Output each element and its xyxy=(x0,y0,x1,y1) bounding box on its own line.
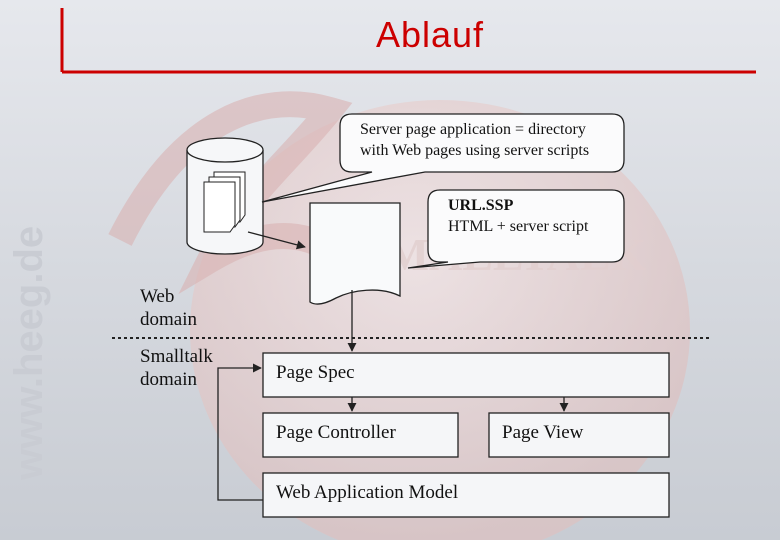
database-cylinder xyxy=(186,137,264,255)
web-page-document xyxy=(309,202,401,305)
page-controller-box xyxy=(262,412,459,458)
page-stack-icon xyxy=(203,171,246,233)
web-domain-label-line1: Web xyxy=(140,286,175,307)
page-view-label: Page View xyxy=(502,422,584,443)
web-application-model-label: Web Application Model xyxy=(276,482,459,503)
server-page-bubble-line2: with Web pages using server scripts xyxy=(360,142,590,159)
url-ssp-subtext: HTML + server script xyxy=(448,218,589,235)
slide-title: Ablauf xyxy=(375,14,485,55)
page-controller-label: Page Controller xyxy=(276,422,396,443)
watermark-text: www.heeg.de xyxy=(7,226,51,481)
logo-swoosh xyxy=(108,91,353,295)
url-ssp-heading: URL.SSP xyxy=(448,197,514,214)
page-spec-box xyxy=(262,352,670,398)
server-page-bubble xyxy=(261,113,625,203)
server-page-bubble-line1: Server page application = directory xyxy=(360,121,586,138)
page-spec-label: Page Spec xyxy=(276,362,355,383)
web-domain-label-line2: domain xyxy=(140,309,197,330)
page-view-box xyxy=(488,412,670,458)
cylinder-to-document-arrow xyxy=(247,231,306,250)
smalltalk-domain-label-line1: Smalltalk xyxy=(140,346,213,367)
model-to-pagespec-arrow xyxy=(217,363,263,501)
smalltalk-domain-label-line2: domain xyxy=(140,369,197,390)
web-application-model-box xyxy=(262,472,670,518)
url-ssp-bubble xyxy=(407,189,625,269)
